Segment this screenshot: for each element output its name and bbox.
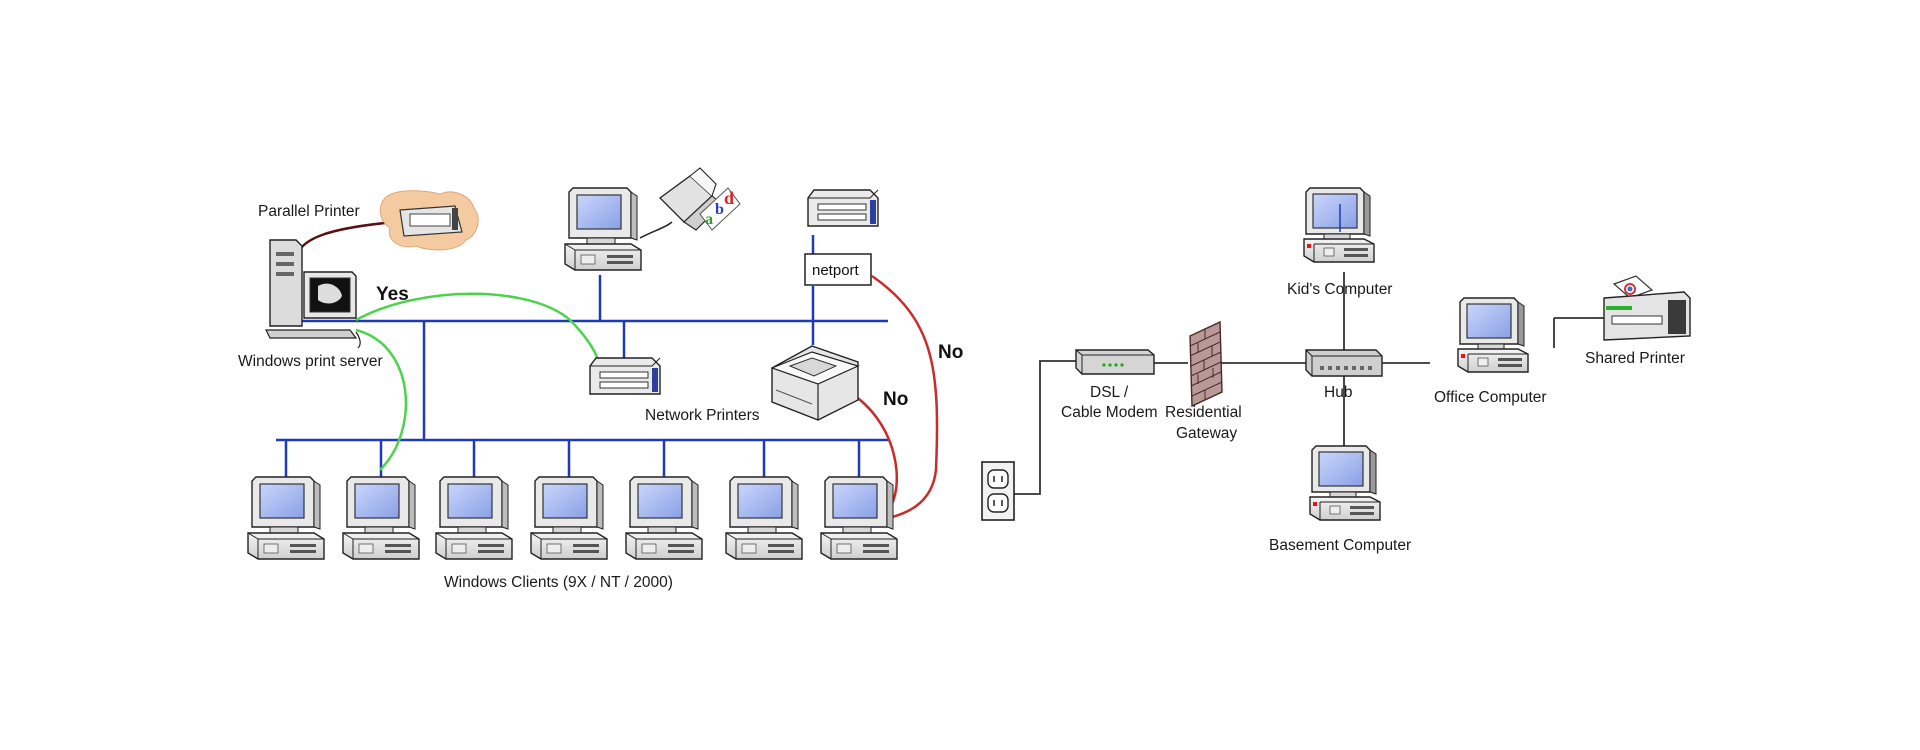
- hub-icon: [1305, 349, 1383, 377]
- gateway-firewall-icon: [1189, 320, 1223, 408]
- office-computer-icon: [1457, 297, 1529, 373]
- svg-text:d: d: [724, 188, 734, 208]
- laser-printer-icon: [770, 345, 860, 421]
- client-computer-3: [435, 476, 513, 560]
- gateway-label-1: Residential: [1165, 404, 1242, 421]
- home-wires: [1014, 272, 1604, 495]
- parallel-printer-label: Parallel Printer: [258, 203, 360, 220]
- modem-icon: [1075, 349, 1155, 375]
- kids-computer-icon: [1303, 187, 1375, 263]
- hub-label: Hub: [1324, 384, 1352, 401]
- top-computer-icon: [564, 187, 642, 271]
- no-label-2: No: [883, 389, 908, 410]
- inkjet-printer-icon: a b d: [659, 167, 741, 231]
- modem-label-2: Cable Modem: [1061, 404, 1158, 421]
- yes-label: Yes: [376, 284, 409, 305]
- left-print-network: Parallel Printer Windows print server Ye…: [238, 167, 963, 591]
- basement-computer-label: Basement Computer: [1269, 537, 1411, 554]
- yes-link: [355, 292, 600, 361]
- network-printer-icon: [589, 357, 661, 395]
- client-computer-1: [247, 476, 325, 560]
- client-computer-6: [725, 476, 803, 560]
- gateway-label-2: Gateway: [1176, 425, 1237, 442]
- no-link: [871, 274, 939, 522]
- wall-outlet-icon: [981, 461, 1015, 521]
- network-printers-label: Network Printers: [645, 407, 760, 424]
- modem-label-1: DSL /: [1090, 384, 1129, 401]
- client-computer-7: [820, 476, 898, 560]
- client-computer-5: [625, 476, 703, 560]
- parallel-printer-icon: [379, 190, 479, 251]
- client-computer-2: [342, 476, 420, 560]
- client-computer-4: [530, 476, 608, 560]
- office-computer-label: Office Computer: [1434, 389, 1547, 406]
- print-server-icon: [265, 239, 361, 349]
- svg-text:a: a: [705, 211, 713, 228]
- network-bus: [276, 235, 888, 477]
- kids-computer-label: Kid's Computer: [1287, 281, 1392, 298]
- right-home-network: DSL / Cable Modem Residential Gate: [981, 187, 1691, 554]
- no-label-1: No: [938, 342, 963, 363]
- basement-computer-icon: [1309, 445, 1381, 521]
- svg-text:b: b: [715, 201, 724, 218]
- netport-label: netport: [812, 262, 860, 279]
- print-server-label: Windows print server: [238, 353, 383, 370]
- shared-printer-label: Shared Printer: [1585, 350, 1685, 367]
- netport-box: [804, 253, 872, 286]
- clients-label: Windows Clients (9X / NT / 2000): [444, 574, 673, 591]
- shared-printer-icon: [1603, 275, 1691, 341]
- netport-printer-icon: [807, 189, 879, 227]
